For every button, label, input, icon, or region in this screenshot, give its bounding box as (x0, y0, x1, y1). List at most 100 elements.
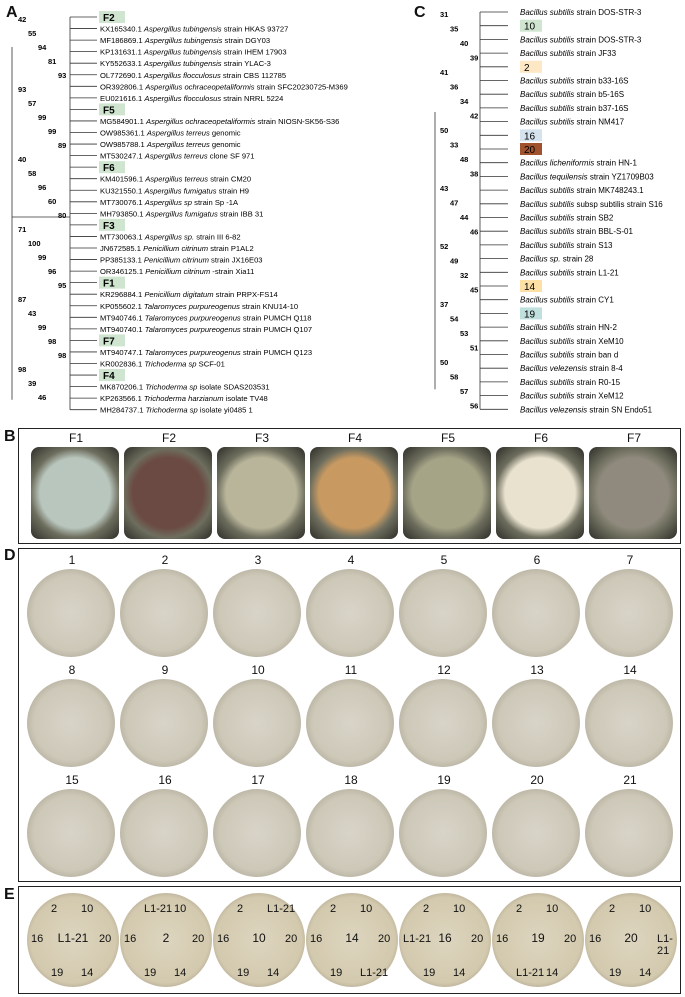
well-label: 14 (267, 967, 280, 979)
plate-label: 10 (251, 663, 265, 677)
isolate-tag: 20 (524, 145, 536, 156)
leaf-label: OR392806.1 Aspergillus ochraceopetalifor… (100, 82, 348, 91)
bacterial-culture-plate (585, 679, 673, 767)
leaf-label: KR002836.1 Trichoderma sp SCF-01 (100, 360, 225, 369)
bootstrap-value: 50 (440, 126, 448, 135)
plate-label: 3 (254, 553, 262, 567)
well-label: 14 (81, 967, 94, 979)
well-label: 19 (609, 967, 622, 979)
well-label: 19 (330, 967, 343, 979)
well-label: 19 (51, 967, 64, 979)
well-label: 14 (639, 967, 652, 979)
leaf-label: MF186869.1 Aspergillus tubingensis strai… (100, 36, 270, 45)
bootstrap-value: 32 (460, 271, 468, 280)
bootstrap-value: 96 (38, 183, 46, 192)
plate-label: 4 (347, 553, 355, 567)
leaf-label: Bacillus subtilis strain BBL-S-01 (520, 227, 633, 236)
isolate-tag: F4 (103, 371, 115, 382)
leaf-label: KP055602.1 Talaromyces purpureogenus str… (100, 302, 298, 311)
leaf-label: MT940747.1 Talaromyces purpureogenus str… (100, 348, 312, 357)
leaf-label: MT530247.1 Aspergillus terreus clone SF … (100, 152, 255, 161)
antagonism-plate (585, 893, 677, 987)
bootstrap-value: 57 (28, 99, 36, 108)
leaf-label: Bacillus subtilis subsp subtilis strain … (520, 200, 663, 209)
center-isolate-label: 10 (252, 931, 266, 945)
bacterial-culture-plate (27, 679, 115, 767)
bootstrap-value: 58 (28, 169, 36, 178)
bacterial-culture-plate (399, 569, 487, 657)
fungal-culture-plate (217, 447, 305, 539)
leaf-label: MK870206.1 Trichoderma sp isolate SDAS20… (100, 383, 270, 392)
leaf-label: Bacillus tequilensis strain YZ1709B03 (520, 172, 654, 181)
bootstrap-value: 40 (18, 155, 26, 164)
plate-label: 9 (161, 663, 169, 677)
leaf-label: Bacillus subtilis strain b33-16S (520, 77, 629, 86)
center-isolate-label: 16 (438, 931, 452, 945)
leaf-label: Bacillus subtilis strain XeM10 (520, 337, 624, 346)
well-label: 10 (453, 903, 466, 915)
leaf-label: PP385133.1 Penicillium citrinum strain J… (100, 256, 263, 265)
leaf-label: KU321550.1 Aspergillus fumigatus strain … (100, 186, 249, 195)
leaf-label: Bacillus velezensis strain SN Endo51 (520, 405, 653, 414)
well-label: 20 (564, 933, 577, 945)
leaf-label: OL772690.1 Aspergillus flocculosus strai… (100, 71, 286, 80)
isolate-tag: F6 (103, 163, 115, 174)
well-label: 14 (174, 967, 187, 979)
center-isolate-label: 2 (162, 931, 170, 945)
leaf-label: KP131631.1 Aspergillus tubingensis strai… (100, 48, 287, 57)
fungal-culture-plate (310, 447, 398, 539)
well-label: 19 (144, 967, 157, 979)
well-label: L1-21 (144, 903, 173, 915)
bootstrap-value: 46 (470, 228, 478, 237)
leaf-label: Bacillus subtilis strain NM417 (520, 118, 625, 127)
bootstrap-value: 98 (18, 365, 26, 374)
bootstrap-value: 42 (470, 112, 478, 121)
antagonism-plate (213, 893, 305, 987)
bacterial-culture-plate (27, 569, 115, 657)
bootstrap-value: 99 (48, 127, 56, 136)
well-label: 16 (589, 933, 602, 945)
plate-label: 11 (344, 663, 358, 677)
bootstrap-value: 33 (450, 141, 458, 150)
bootstrap-value: 89 (58, 141, 66, 150)
bacterial-culture-plate (213, 679, 301, 767)
plate-label: 16 (158, 773, 172, 787)
isolate-tag: 19 (524, 309, 536, 320)
well-label: L1-21 (267, 903, 296, 915)
bootstrap-value: 80 (58, 211, 66, 220)
panel-c-letter: C (414, 4, 426, 21)
bootstrap-value: 42 (18, 15, 26, 24)
bacterial-culture-plate (585, 569, 673, 657)
bootstrap-value: 43 (440, 184, 448, 193)
bootstrap-value: 99 (38, 113, 46, 122)
isolate-tag: 2 (524, 63, 530, 74)
panel-b-letter: B (4, 428, 16, 445)
bacterial-culture-plate (120, 789, 208, 877)
bootstrap-value: 45 (470, 286, 478, 295)
bootstrap-value: 39 (28, 379, 36, 388)
bootstrap-value: 49 (450, 257, 458, 266)
well-label: 2 (516, 903, 523, 915)
plate-label: 6 (533, 553, 541, 567)
well-label: 16 (31, 933, 44, 945)
leaf-label: Bacillus subtilis strain R0-15 (520, 378, 621, 387)
plate-label: 5 (440, 553, 448, 567)
isolate-tag: 16 (524, 131, 536, 142)
leaf-label: MT730076.1 Aspergillus sp strain Sp -1A (100, 198, 239, 207)
leaf-label: Bacillus subtilis strain b5-16S (520, 90, 624, 99)
leaf-label: Bacillus subtilis strain ban d (520, 351, 618, 360)
fungal-culture-plate (403, 447, 491, 539)
bootstrap-value: 50 (440, 358, 448, 367)
bacterial-culture-plate (492, 789, 580, 877)
plate-label: 12 (437, 663, 451, 677)
isolate-tag: 10 (524, 22, 536, 33)
well-label: 20 (285, 933, 298, 945)
bootstrap-value: 40 (460, 39, 468, 48)
well-label: 10 (174, 903, 187, 915)
plate-label: 8 (68, 663, 76, 677)
center-isolate-label: 19 (531, 931, 545, 945)
bootstrap-value: 71 (18, 225, 26, 234)
plate-label: 17 (251, 773, 265, 787)
plate-label: 21 (623, 773, 637, 787)
